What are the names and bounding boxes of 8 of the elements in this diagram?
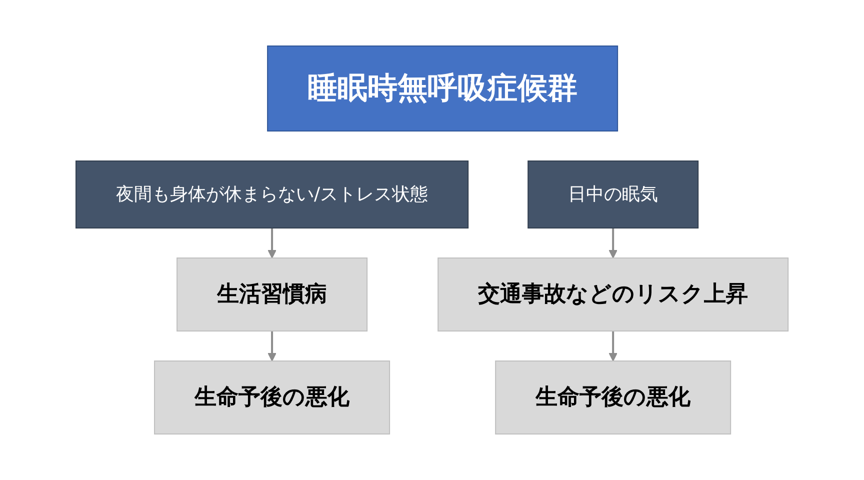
node-box: 交通事故などのリスク上昇	[438, 258, 789, 332]
node-box: 睡眠時無呼吸症候群	[267, 46, 618, 132]
node-box: 夜間も身体が休まらない/ストレス状態	[75, 160, 469, 228]
arrow	[608, 228, 618, 258]
arrow	[268, 228, 276, 258]
arrow	[268, 331, 276, 362]
node-box: 日中の眠気	[528, 160, 699, 228]
arrow	[608, 331, 618, 362]
